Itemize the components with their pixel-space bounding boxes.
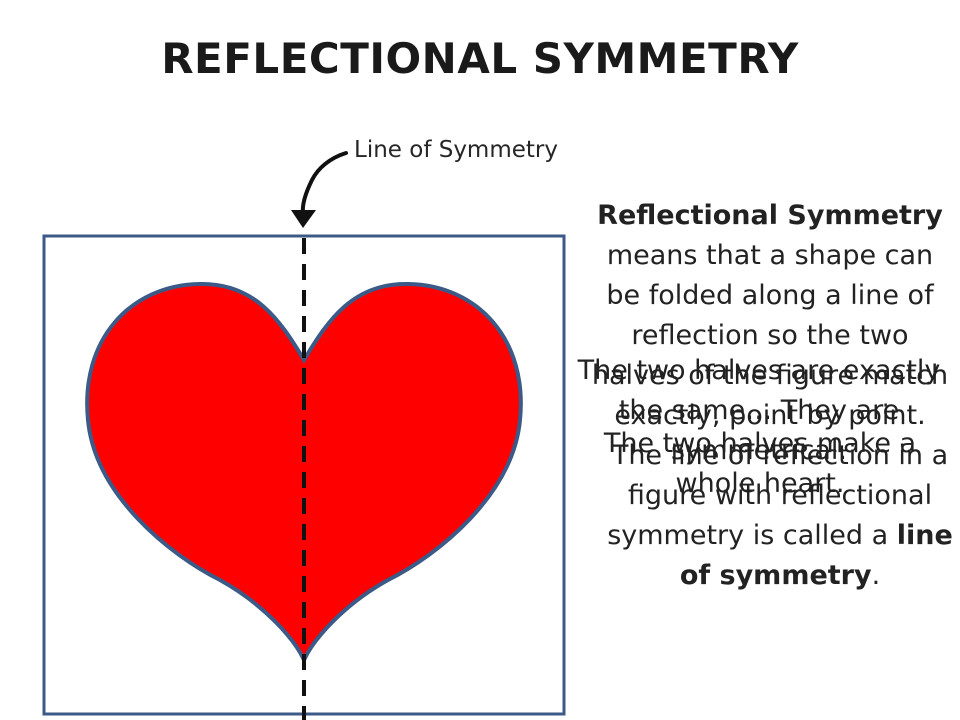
overlay-line-end: . — [871, 560, 881, 591]
overlay-symmetrical-text: The two halves are exactly the same… The… — [577, 355, 941, 466]
overlay-line-of-symmetry-text: The line of reflection in a figure with … — [600, 436, 960, 596]
slide-title: REFLECTIONAL SYMMETRY — [161, 34, 799, 83]
line-of-symmetry-label: Line of Symmetry — [354, 137, 558, 163]
definition-body: means that a shape can be folded along a… — [591, 240, 949, 431]
definition-text: Reflectional Symmetry means that a shape… — [590, 196, 950, 436]
arrow-head-icon — [291, 210, 316, 228]
curved-arrow — [300, 151, 348, 216]
overlay-line-text: The line of reflection in a figure with … — [607, 440, 949, 551]
definition-heading: Reflectional Symmetry — [597, 200, 943, 231]
overlay-whole-heart-text: The two halves make a whole heart. — [603, 428, 917, 499]
overlay-line-emphasis: line of symmetry — [679, 520, 953, 591]
